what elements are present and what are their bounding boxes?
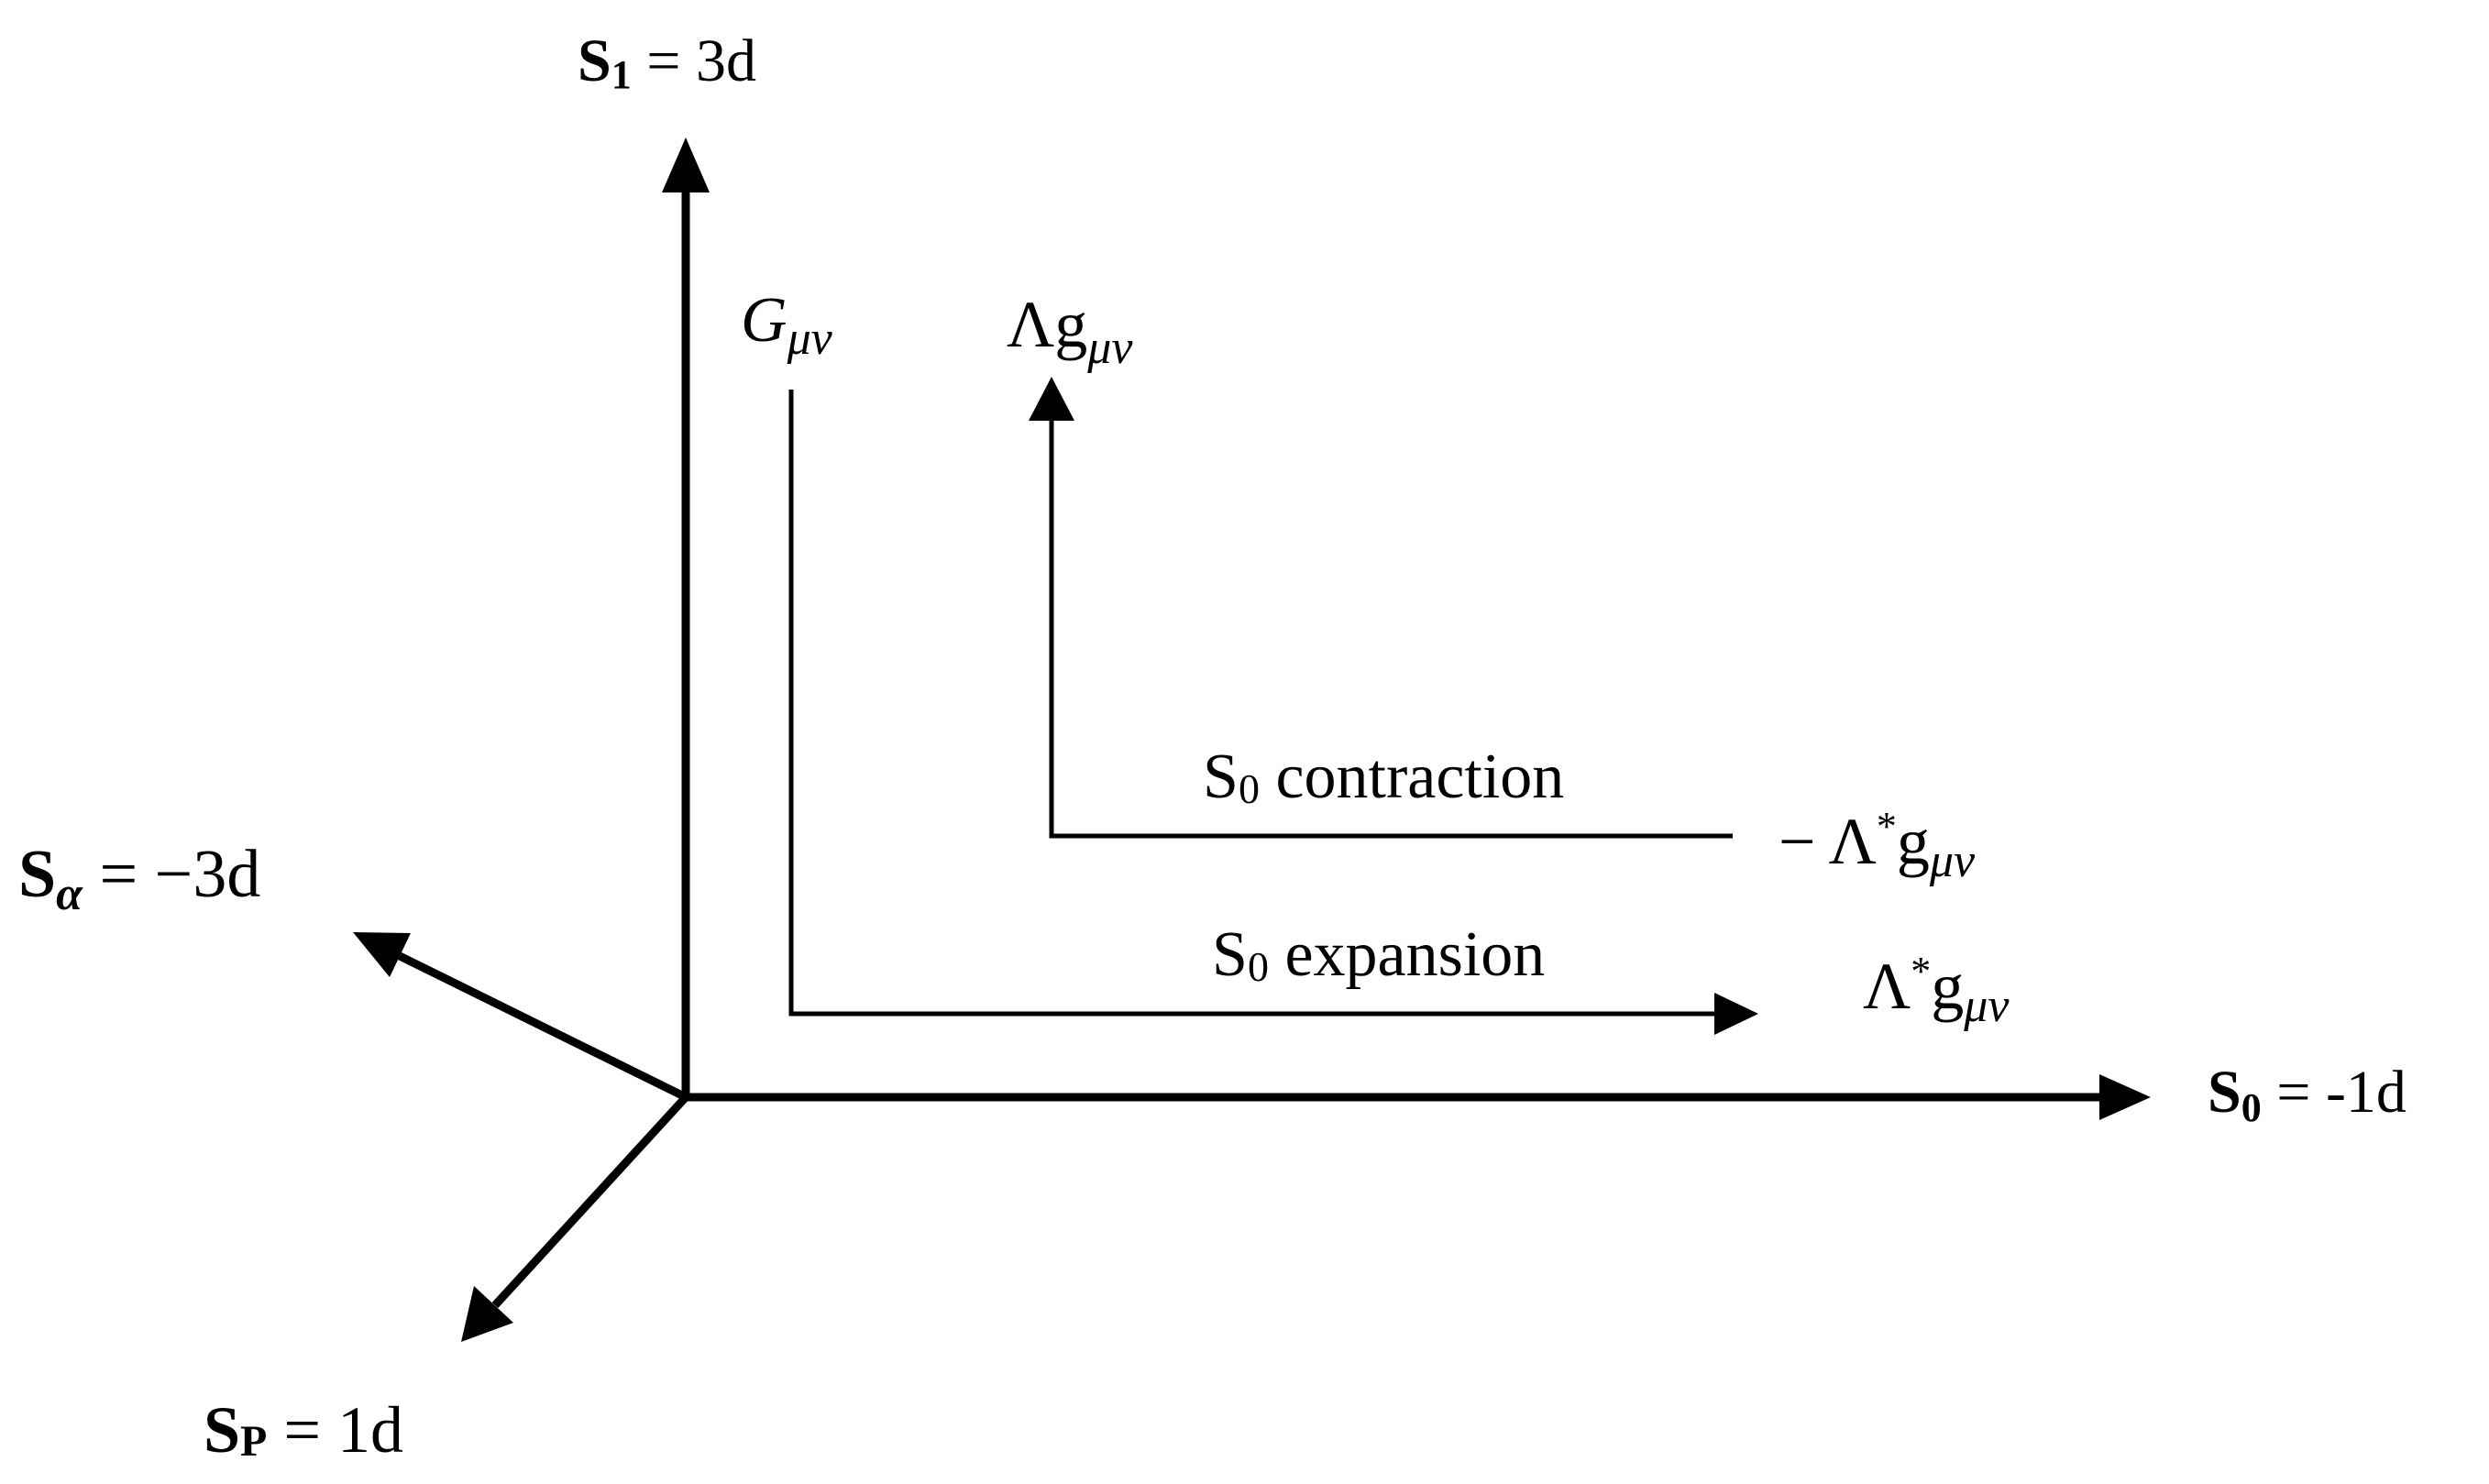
g-mu-nu-label: Gμν xyxy=(741,285,833,365)
lambda-g-subscript: μν xyxy=(1086,322,1133,374)
lambda-star-g-symbol: g xyxy=(1931,950,1964,1023)
s-alpha-axis-line xyxy=(398,951,688,1102)
expansion-text: expansion xyxy=(1269,919,1545,990)
s-p-axis-label: SP = 1d xyxy=(204,1393,403,1467)
neg-lambda-star-g-label: − Λ*gμν xyxy=(1779,804,1976,887)
lambda-star-symbol: Λ xyxy=(1863,950,1911,1023)
s-p-axis-arrowhead xyxy=(461,1286,513,1342)
neg-subscript: μν xyxy=(1929,835,1976,887)
axes-group xyxy=(353,137,2151,1342)
expansion-subscript: 0 xyxy=(1248,943,1269,990)
contraction-path-line xyxy=(1049,421,1733,839)
lambda-g-label: Λgμν xyxy=(1007,288,1133,374)
lambda-star-subscript: μν xyxy=(1963,980,2010,1032)
lambda-star-g-label: Λ*gμν xyxy=(1863,949,2010,1032)
expansion-symbol: S xyxy=(1212,919,1248,990)
s0-value: = -1d xyxy=(2262,1059,2406,1126)
s-p-subscript: P xyxy=(240,1417,267,1466)
neg-g-symbol: g xyxy=(1897,805,1930,878)
expansion-path-line xyxy=(788,390,1714,1017)
s0-axis-label: S0 = -1d xyxy=(2208,1059,2406,1130)
s-alpha-symbol: S xyxy=(18,837,56,912)
expansion-arrowhead xyxy=(1714,993,1758,1035)
neg-prefix: − xyxy=(1779,805,1829,878)
s-p-axis-line xyxy=(491,1094,689,1309)
neg-lambda-superscript: * xyxy=(1877,804,1897,849)
lambda-star-superscript: * xyxy=(1911,949,1931,994)
paths-group xyxy=(788,377,1758,1035)
s0-axis-arrowhead xyxy=(2099,1074,2151,1120)
contraction-symbol: S xyxy=(1203,742,1239,812)
s0-subscript: 0 xyxy=(2241,1085,2262,1130)
lambda-g-symbol: Λg xyxy=(1007,288,1087,361)
s-alpha-axis-arrowhead xyxy=(353,932,411,977)
s1-value: = 3d xyxy=(632,27,756,94)
g-mu-nu-symbol: G xyxy=(741,285,787,356)
s-p-value: = 1d xyxy=(267,1393,403,1467)
contraction-label: S0 contraction xyxy=(1203,742,1564,812)
g-mu-nu-subscript: μν xyxy=(787,313,833,365)
s-alpha-value: = −3d xyxy=(83,837,260,912)
s1-subscript: 1 xyxy=(611,52,632,97)
s1-axis-label: S1 = 3d xyxy=(578,27,756,97)
s1-axis-arrowhead xyxy=(662,137,710,192)
s1-symbol: S xyxy=(578,27,611,94)
s0-symbol: S xyxy=(2208,1059,2241,1126)
expansion-label: S0 expansion xyxy=(1212,919,1545,990)
contraction-text: contraction xyxy=(1260,742,1564,812)
s-p-symbol: S xyxy=(204,1393,240,1467)
contraction-subscript: 0 xyxy=(1239,765,1260,812)
neg-lambda-symbol: Λ xyxy=(1829,805,1877,878)
s-alpha-subscript: α xyxy=(56,868,83,920)
contraction-arrowhead xyxy=(1029,377,1074,421)
s-alpha-axis-label: Sα = −3d xyxy=(18,837,260,920)
